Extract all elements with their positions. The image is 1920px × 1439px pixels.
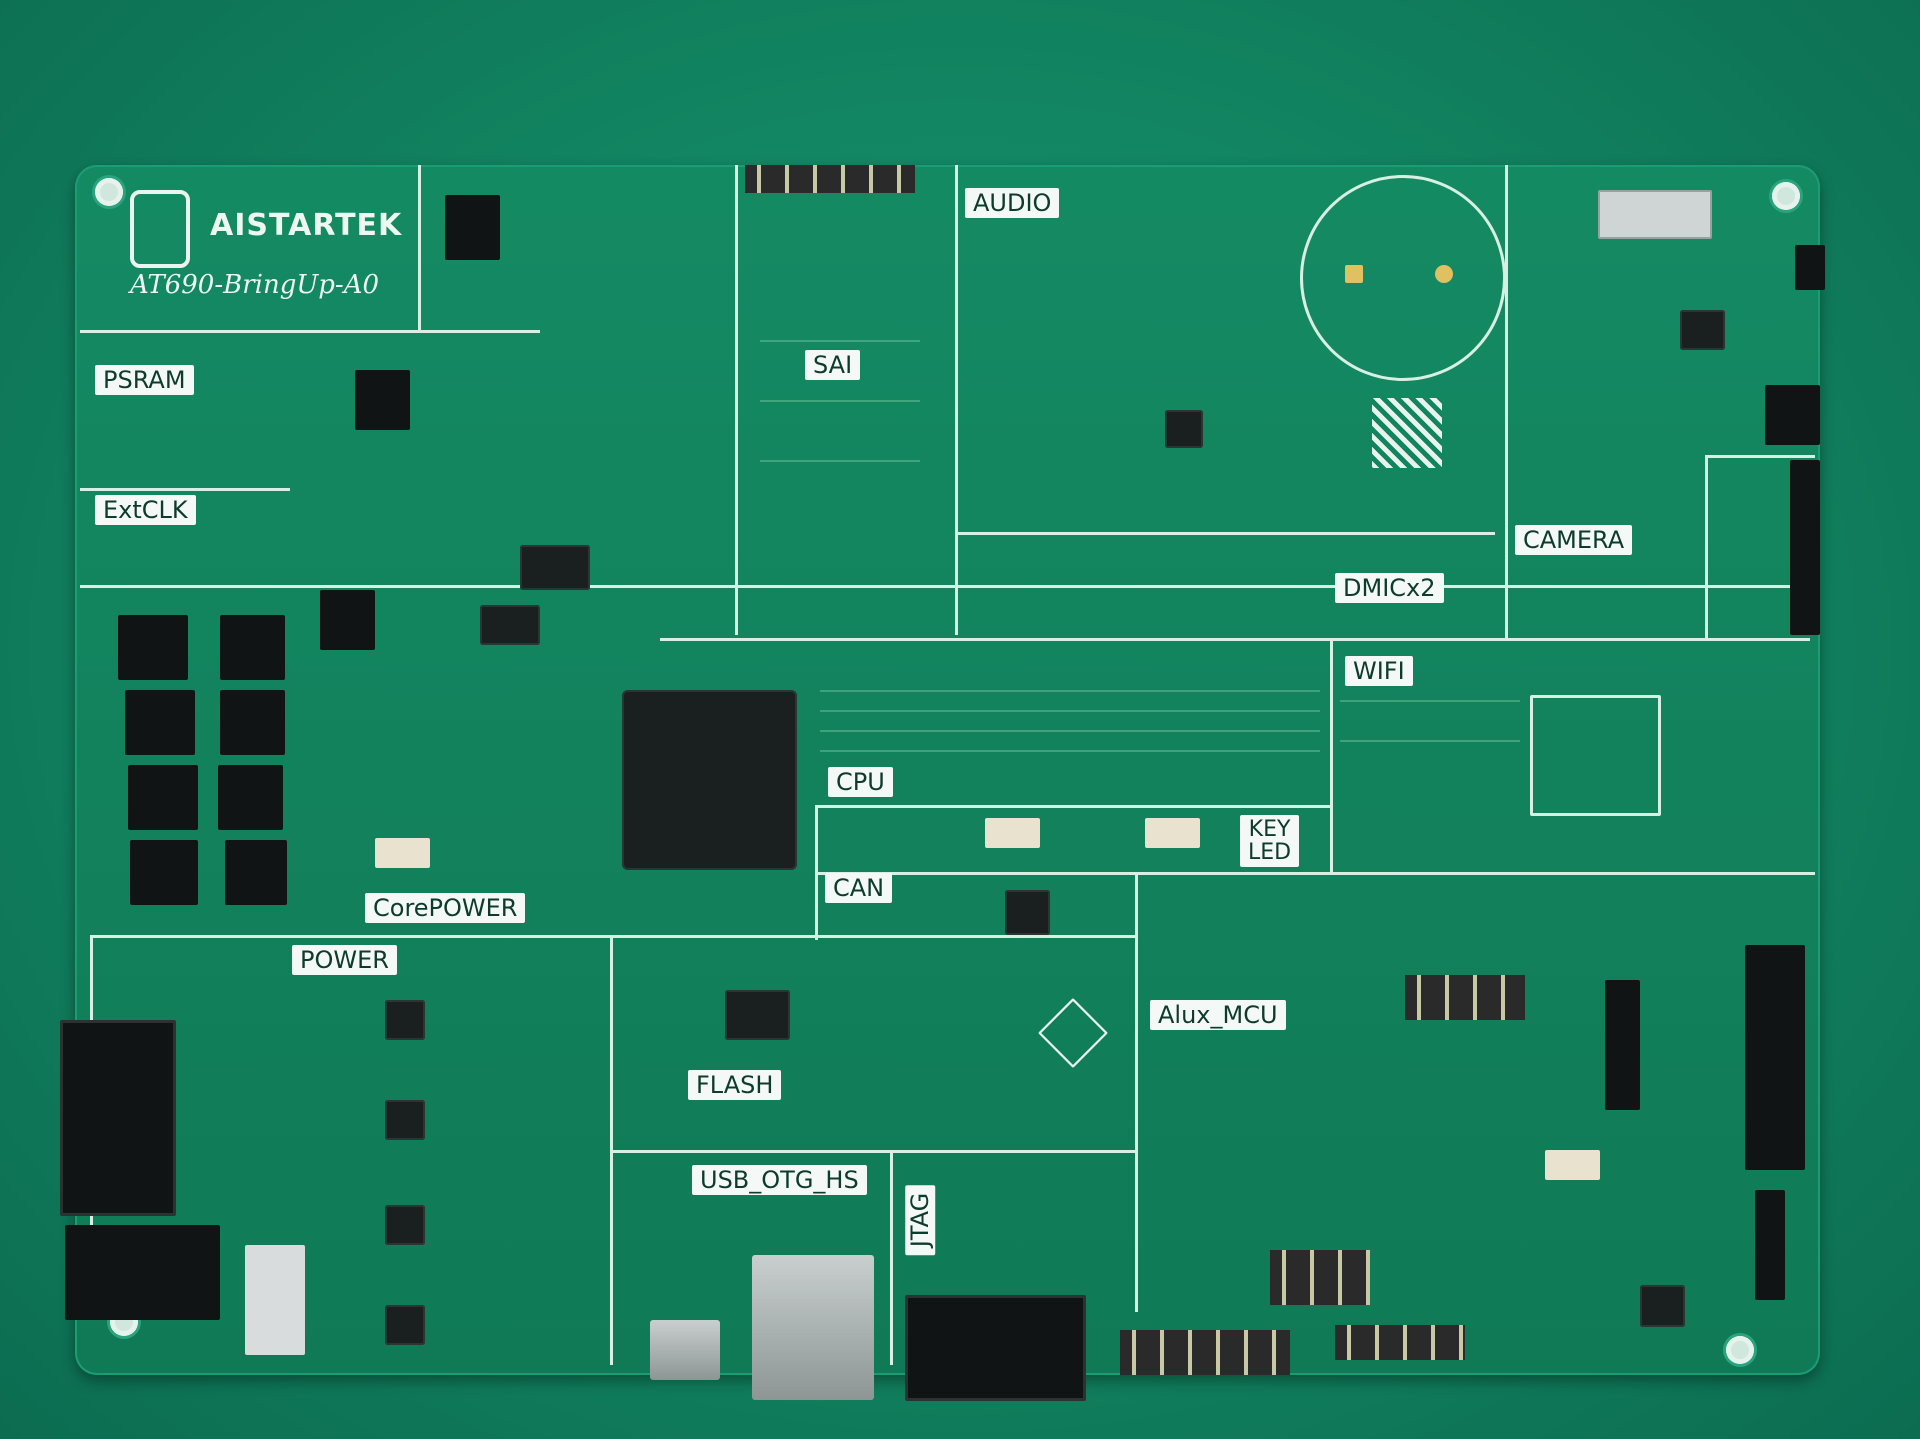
section-label-usb: USB_OTG_HS [692, 1165, 867, 1195]
psram-chip [520, 545, 590, 590]
mcu-side-header[interactable] [1745, 945, 1805, 1170]
trace [1340, 740, 1520, 742]
audio-chip [1165, 410, 1203, 448]
buzzer-outline [1300, 175, 1506, 381]
divider [1135, 872, 1138, 1312]
section-label-sai: SAI [805, 350, 861, 380]
micro-usb-port[interactable] [650, 1320, 720, 1380]
mount-hole [95, 178, 123, 206]
power-connector[interactable] [60, 1020, 176, 1216]
divider [815, 872, 1815, 875]
trace [820, 690, 1320, 692]
mcu-pin-header[interactable] [1405, 975, 1525, 1020]
divider [80, 585, 1815, 588]
section-label-camera: CAMERA [1515, 525, 1633, 555]
divider [815, 805, 1330, 808]
flash-chip [725, 990, 790, 1040]
brand-logo-icon [130, 190, 190, 268]
power-chip [385, 1100, 425, 1140]
mcu-side-header[interactable] [1605, 980, 1640, 1110]
section-label-keyled: KEY LED [1240, 815, 1300, 868]
divider [890, 1150, 893, 1365]
mcu-side-header[interactable] [1755, 1190, 1785, 1300]
mount-hole [1726, 1336, 1754, 1364]
section-label-audio: AUDIO [965, 188, 1060, 218]
divider [418, 165, 421, 330]
brand-name: AISTARTEK [210, 208, 403, 243]
jumper[interactable] [225, 840, 287, 905]
section-label-jtag: JTAG [905, 1184, 936, 1256]
buzzer-pad [1435, 265, 1453, 283]
section-label-alux-mcu: Alux_MCU [1150, 1000, 1286, 1030]
camera-chip [1680, 310, 1725, 350]
jumper[interactable] [130, 840, 198, 905]
pcb-board [75, 165, 1820, 1375]
camera-side-header[interactable] [1790, 460, 1820, 635]
trace [820, 730, 1320, 732]
jumper[interactable] [220, 615, 285, 680]
board-model: AT690-BringUp-A0 [130, 270, 380, 300]
mcu-pin-header[interactable] [1120, 1330, 1290, 1375]
section-label-wifi: WIFI [1345, 656, 1413, 686]
divider [1705, 455, 1708, 640]
divider [735, 165, 738, 635]
jumper[interactable] [118, 615, 188, 680]
dc-jack[interactable] [65, 1225, 220, 1320]
divider [610, 1150, 1135, 1153]
reset-button[interactable] [375, 838, 430, 868]
section-label-power: POWER [292, 945, 397, 975]
psram-chip [480, 605, 540, 645]
divider [80, 488, 290, 491]
jumper[interactable] [125, 690, 195, 755]
jumper[interactable] [218, 765, 283, 830]
can-chip [1005, 890, 1050, 935]
sai-pin-header[interactable] [745, 165, 915, 193]
buzzer-pad [1345, 265, 1363, 283]
jumper[interactable] [445, 195, 500, 260]
jumper[interactable] [220, 690, 285, 755]
jumper[interactable] [320, 590, 375, 650]
qr-code [1372, 398, 1442, 468]
power-chip [385, 1305, 425, 1345]
key-button[interactable] [1145, 818, 1200, 848]
divider [1705, 455, 1815, 458]
divider [1505, 165, 1508, 640]
section-label-cpu: CPU [828, 767, 893, 797]
section-label-dmic: DMICx2 [1335, 573, 1444, 603]
cpu-chip [622, 690, 797, 870]
jtag-connector[interactable] [905, 1295, 1086, 1401]
section-label-can: CAN [825, 873, 893, 903]
section-label-flash: FLASH [688, 1070, 782, 1100]
power-switch[interactable] [245, 1245, 305, 1355]
key-button[interactable] [985, 818, 1040, 848]
jumper[interactable] [1795, 245, 1825, 290]
divider [80, 330, 540, 333]
mcu-chip [1640, 1285, 1685, 1327]
trace [760, 460, 920, 462]
trace [760, 340, 920, 342]
wifi-module-outline [1530, 695, 1661, 816]
trace [760, 400, 920, 402]
mount-hole [1772, 182, 1800, 210]
mcu-pin-header[interactable] [1335, 1325, 1465, 1360]
jumper[interactable] [1765, 385, 1820, 445]
jumper[interactable] [355, 370, 410, 430]
trace [820, 710, 1320, 712]
divider [660, 638, 1810, 641]
power-chip [385, 1205, 425, 1245]
divider [955, 532, 1495, 535]
fpc-connector[interactable] [1598, 190, 1712, 239]
section-label-corepower: CorePOWER [365, 893, 526, 923]
section-label-psram: PSRAM [95, 365, 194, 395]
power-chip [385, 1000, 425, 1040]
mcu-pin-header[interactable] [1270, 1250, 1370, 1305]
divider [1330, 640, 1333, 875]
jumper[interactable] [128, 765, 198, 830]
mcu-button[interactable] [1545, 1150, 1600, 1180]
trace [820, 750, 1320, 752]
divider [955, 165, 958, 635]
section-label-extclk: ExtCLK [95, 495, 196, 525]
usb-a-port[interactable] [752, 1255, 874, 1400]
trace [1340, 700, 1520, 702]
